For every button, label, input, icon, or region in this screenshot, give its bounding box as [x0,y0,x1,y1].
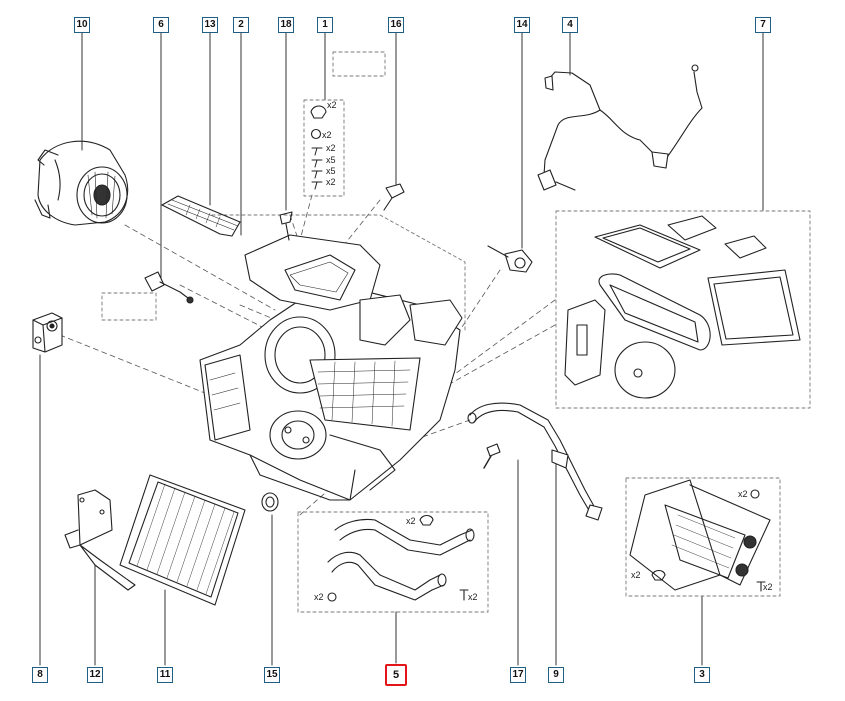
callout-13[interactable]: 13 [202,17,218,33]
humidity-sensor-part [487,245,533,273]
callout-3[interactable]: 3 [694,667,710,683]
qty-label: x2 [738,489,748,499]
filter-strip-part [161,195,241,237]
fastener-kit-1 [310,105,327,190]
expansion-valve-part [32,312,63,353]
small-fasteners [279,183,405,241]
qty-label: x2 [322,130,332,140]
callout-6[interactable]: 6 [153,17,169,33]
callout-1[interactable]: 1 [317,17,333,33]
callout-16[interactable]: 16 [388,17,404,33]
callout-14[interactable]: 14 [514,17,530,33]
callout-7[interactable]: 7 [755,17,771,33]
qty-label: x5 [326,166,336,176]
heater-core-part [629,479,771,592]
qty-label: x2 [314,592,324,602]
temperature-sensor-part [144,271,194,304]
drain-pipe-part [467,402,603,521]
callout-8[interactable]: 8 [32,667,48,683]
qty-label: x2 [326,177,336,187]
qty-label: x2 [763,582,773,592]
callout-17[interactable]: 17 [510,667,526,683]
callout-10[interactable]: 10 [74,17,90,33]
qty-label: x2 [468,592,478,602]
blower-motor-part [34,140,129,226]
callout-11[interactable]: 11 [157,667,173,683]
qty-label: x2 [327,100,337,110]
seal-kit-part [564,215,801,399]
hose-kit-part [327,514,475,602]
hvac-housing-part [199,234,463,501]
grommet-part [261,492,279,512]
qty-label: x2 [406,516,416,526]
callout-12[interactable]: 12 [87,667,103,683]
qty-label: x2 [326,143,336,153]
wiring-harness-part [537,64,703,191]
callout-5-selected[interactable]: 5 [385,664,407,686]
callout-4[interactable]: 4 [562,17,578,33]
bracket-part [64,489,136,591]
callout-9[interactable]: 9 [548,667,564,683]
callout-18[interactable]: 18 [278,17,294,33]
screw-part [483,443,501,469]
callout-15[interactable]: 15 [264,667,280,683]
qty-label: x5 [326,155,336,165]
leader-lines [39,32,764,666]
cabin-filter-part [119,474,246,606]
callout-2[interactable]: 2 [233,17,249,33]
qty-label: x2 [631,570,641,580]
